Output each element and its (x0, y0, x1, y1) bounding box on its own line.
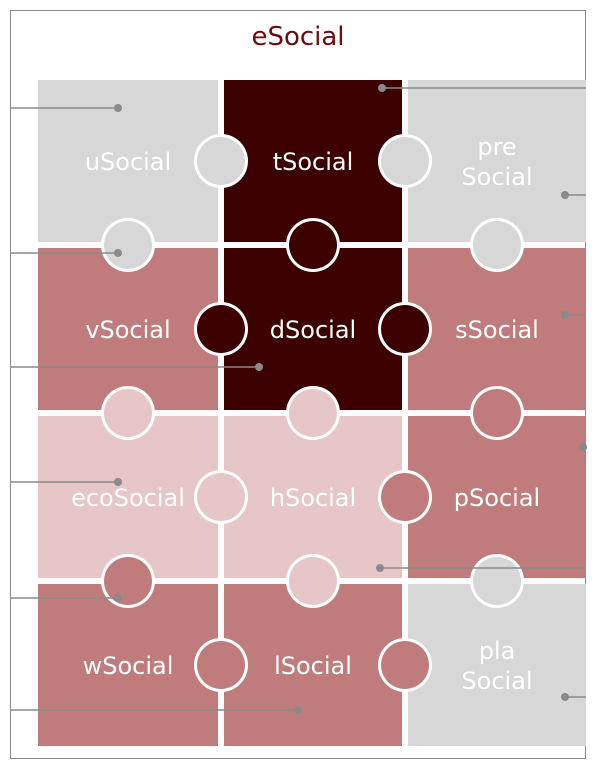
leader-dot-left-1 (114, 249, 122, 257)
leader-dot-left-0 (114, 104, 122, 112)
leader-dot-right-1 (561, 191, 569, 199)
knob-hSocial-up (289, 389, 337, 437)
tile-label-vSocial: vSocial (85, 316, 170, 344)
leader-dot-left-2 (255, 363, 263, 371)
tile-label-uSocial: uSocial (85, 148, 171, 176)
tile-label-wSocial: wSocial (83, 652, 174, 680)
tile-label-preSocial-0: pre (477, 133, 516, 161)
leader-dot-right-3 (579, 443, 587, 451)
leader-dot-right-0 (378, 84, 386, 92)
knob-lSocial-right (381, 641, 429, 689)
tile-label-plaSocial-0: pla (479, 637, 516, 665)
knob-preSocial-left (381, 137, 429, 185)
tile-plaSocial (408, 584, 586, 746)
knob-dSocial-right (381, 305, 429, 353)
knob-tSocial-down (289, 221, 337, 269)
knob-ecoSocial-up (104, 389, 152, 437)
tile-label-plaSocial-1: Social (461, 667, 532, 695)
knob-hSocial-down (289, 557, 337, 605)
knob-pSocial-left (381, 473, 429, 521)
tile-label-tSocial: tSocial (273, 148, 354, 176)
knob-ecoSocial-right (197, 473, 245, 521)
knob-dSocial-left (197, 305, 245, 353)
tile-label-pSocial: pSocial (454, 484, 540, 512)
leader-dot-right-5 (561, 693, 569, 701)
tile-preSocial (408, 80, 586, 242)
knob-uSocial-right (197, 137, 245, 185)
leader-dot-left-4 (114, 594, 122, 602)
knob-plaSocial-up (473, 557, 521, 605)
tile-label-ecoSocial: ecoSocial (71, 484, 185, 512)
tile-label-lSocial: lSocial (274, 652, 352, 680)
tile-label-preSocial-1: Social (461, 163, 532, 191)
knob-lSocial-left (197, 641, 245, 689)
knob-preSocial-down (473, 221, 521, 269)
knob-uSocial-down (104, 221, 152, 269)
knob-pSocial-up (473, 389, 521, 437)
leader-dot-right-4 (376, 564, 384, 572)
tile-label-dSocial: dSocial (270, 316, 356, 344)
tile-label-hSocial: hSocial (270, 484, 356, 512)
leader-dot-left-3 (114, 478, 122, 486)
tile-label-sSocial: sSocial (455, 316, 539, 344)
leader-dot-left-5 (294, 706, 302, 714)
leader-dot-right-2 (561, 311, 569, 319)
